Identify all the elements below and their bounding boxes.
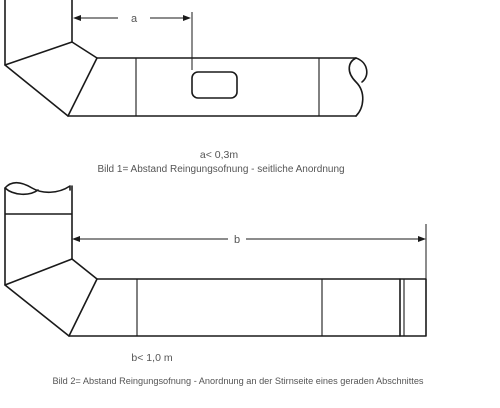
fig2-value-label: b< 1,0 m <box>131 352 172 364</box>
figure-2-drawing <box>4 181 427 337</box>
fig1-dimension-line <box>80 12 193 70</box>
fig1-riser-pipe <box>4 0 73 66</box>
fig1-dimension-arrow-left <box>73 15 81 21</box>
fig2-dimension-line <box>78 224 427 279</box>
fig2-caption: Bild 2= Abstand Reingungsofnung - Anordn… <box>52 376 423 386</box>
fig1-horizontal-duct <box>67 57 357 117</box>
fig2-dimension-arrow-left <box>72 236 80 242</box>
fig1-dimension-letter: a <box>131 13 138 25</box>
fig2-riser-pipe <box>4 185 73 286</box>
fig2-pipe-break-top <box>4 181 71 196</box>
fig1-dimension-arrow-right <box>183 15 191 21</box>
fig2-elbow <box>4 258 98 337</box>
fig1-elbow <box>4 41 98 117</box>
fig2-horizontal-duct <box>68 278 401 337</box>
fig1-caption: Bild 1= Abstand Reingungsofnung - seitli… <box>97 164 344 175</box>
figure-1-drawing <box>4 0 368 117</box>
fig2-dimension-arrow-right <box>418 236 426 242</box>
fig1-cleaning-opening <box>191 71 238 99</box>
fig2-end-cap <box>399 278 427 337</box>
fig1-pipe-break-end <box>348 57 368 117</box>
fig2-dimension-letter: b <box>234 234 240 246</box>
fig1-value-label: a< 0,3m <box>200 149 238 161</box>
